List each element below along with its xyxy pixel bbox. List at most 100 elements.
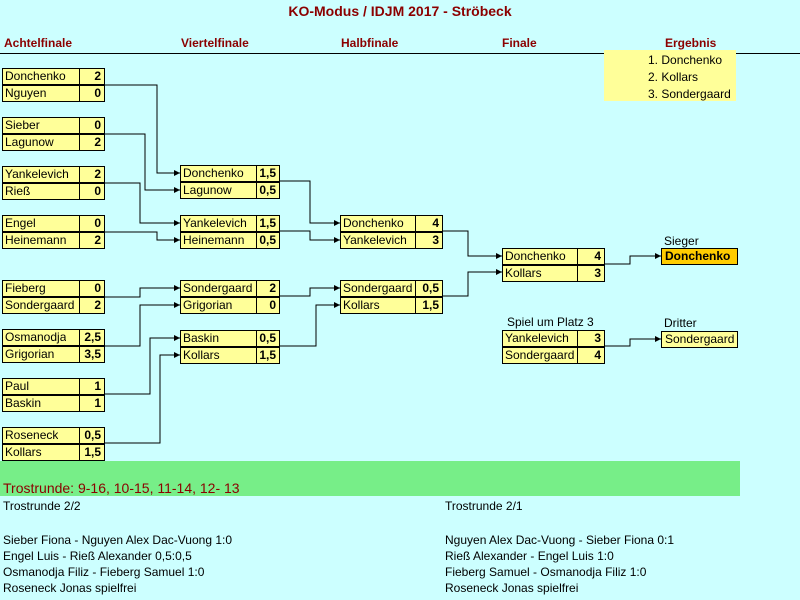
player-name: Roseneck	[5, 428, 59, 442]
player-score: 2	[256, 281, 279, 296]
result-3-rank: 3.	[648, 87, 659, 101]
player-score: 1	[79, 379, 104, 394]
player-name: Donchenko	[183, 166, 244, 180]
r16-player: Grigorian 3,5	[2, 346, 105, 363]
player-name: Paul	[5, 379, 30, 393]
player-score: 4	[415, 216, 442, 231]
player-score: 2	[79, 135, 104, 150]
player-score: 0,5	[79, 428, 104, 443]
player-score: 0	[79, 86, 104, 101]
player-score: 3	[577, 266, 604, 281]
player-name: Heinemann	[5, 233, 67, 247]
third-name: Sondergaard	[661, 331, 738, 348]
winner-label: Sieger	[664, 234, 699, 248]
player-name: Yankelevich	[343, 233, 407, 247]
result-2-rank: 2.	[648, 70, 659, 84]
player-name: Heinemann	[183, 233, 245, 247]
winner-name: Donchenko	[661, 248, 738, 265]
r16-player: Heinemann 2	[2, 232, 105, 249]
consolation-left-line: Sieber Fiona - Nguyen Alex Dac-Vuong 1:0	[3, 533, 233, 547]
player-name: Kollars	[505, 266, 542, 280]
player-name: Lagunow	[183, 183, 232, 197]
player-score: 1	[79, 396, 104, 411]
player-name: Donchenko	[5, 69, 66, 83]
player-name: Kollars	[343, 298, 380, 312]
player-score: 0	[79, 281, 104, 296]
result-box	[604, 50, 736, 101]
player-score: 3	[577, 331, 604, 346]
header-divider	[0, 53, 800, 54]
player-name: Grigorian	[5, 347, 55, 361]
result-1-rank: 1.	[648, 53, 659, 67]
consolation-banner: Trostrunde: 9-16, 10-15, 11-14, 12- 13	[3, 480, 240, 496]
player-score: 2	[79, 167, 104, 182]
r16-player: Sieber 0	[2, 117, 105, 134]
player-name: Kollars	[183, 348, 220, 362]
player-score: 0	[79, 118, 104, 133]
player-score: 1,5	[415, 298, 442, 313]
header-r16: Achtelfinale	[4, 36, 73, 50]
header-result: Ergebnis	[665, 36, 717, 50]
player-score: 0,5	[256, 233, 279, 248]
r16-player: Roseneck 0,5	[2, 427, 105, 444]
player-name: Rieß	[5, 184, 31, 198]
player-score: 3,5	[79, 347, 104, 362]
sf-player: Kollars 1,5	[340, 297, 443, 314]
third-label: Dritter	[664, 316, 697, 330]
player-name: Sondergaard	[343, 281, 413, 295]
player-score: 1,5	[79, 445, 104, 460]
player-score: 2	[79, 233, 104, 248]
consolation-banner-bar	[0, 461, 740, 496]
final-player: Kollars 3	[502, 265, 605, 282]
header-final: Finale	[502, 36, 537, 50]
consolation-right-line: Roseneck Jonas spielfrei	[445, 581, 579, 595]
consolation-right-line: Rieß Alexander - Engel Luis 1:0	[445, 549, 614, 563]
page-title: KO-Modus / IDJM 2017 - Ströbeck	[288, 3, 512, 19]
consolation-left-line: Engel Luis - Rieß Alexander 0,5:0,5	[3, 549, 192, 563]
player-name: Sondergaard	[505, 348, 575, 362]
player-score: 1,5	[256, 216, 279, 231]
result-3: 3. Sondergaard	[648, 87, 731, 101]
player-name: Baskin	[183, 331, 220, 345]
result-2: 2. Kollars	[648, 70, 698, 84]
header-sf: Halbfinale	[341, 36, 399, 50]
r16-player: Lagunow 2	[2, 134, 105, 151]
player-name: Sieber	[5, 118, 40, 132]
result-2-name: Kollars	[661, 70, 699, 84]
third-place-label: Spiel um Platz 3	[507, 315, 594, 329]
player-score: 0,5	[415, 281, 442, 296]
player-score: 2	[79, 298, 104, 313]
player-score: 0	[79, 216, 104, 231]
player-name: Sondergaard	[183, 281, 253, 295]
player-score: 4	[577, 348, 604, 363]
player-name: Lagunow	[5, 135, 54, 149]
player-name: Donchenko	[505, 249, 566, 263]
player-score: 2,5	[79, 330, 104, 345]
consolation-right-title: Trostrunde 2/1	[445, 499, 523, 513]
consolation-left-line: Roseneck Jonas spielfrei	[3, 581, 137, 595]
qf-player: Heinemann 0,5	[180, 232, 280, 249]
player-score: 3	[415, 233, 442, 248]
result-1: 1. Donchenko	[648, 53, 722, 67]
consolation-right-line: Nguyen Alex Dac-Vuong - Sieber Fiona 0:1	[445, 533, 675, 547]
player-score: 1,5	[256, 348, 279, 363]
player-name: Nguyen	[5, 86, 47, 100]
sf-player: Yankelevich 3	[340, 232, 443, 249]
